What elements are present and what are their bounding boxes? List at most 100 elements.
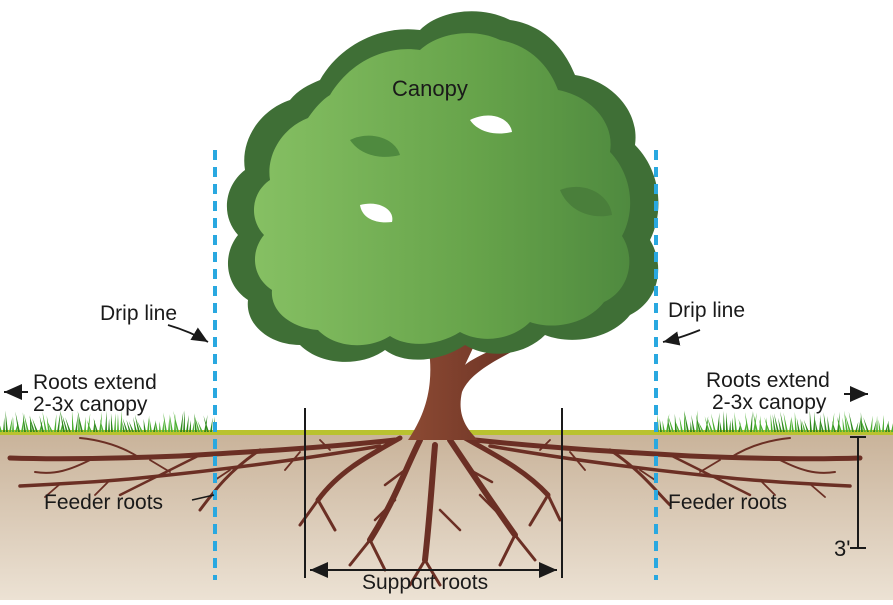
grass-blade <box>120 410 122 432</box>
depth-label: 3' <box>834 536 850 561</box>
grass-blade <box>844 410 848 432</box>
grass-blade <box>159 421 161 432</box>
grass-blade <box>137 420 143 432</box>
grass-blade <box>47 421 53 432</box>
grass-blade <box>174 414 176 432</box>
grass-blade <box>21 418 24 432</box>
grass-blade <box>189 420 191 432</box>
grass-blade <box>832 420 836 432</box>
grass-blade <box>62 415 68 432</box>
grass-blade <box>726 412 728 432</box>
grass-blade <box>86 420 92 432</box>
grass-blade <box>845 414 851 432</box>
grass-blade <box>143 418 146 432</box>
grass-blade <box>773 413 779 432</box>
grass-blade <box>77 410 83 432</box>
support-roots-label: Support roots <box>362 571 488 594</box>
grass-blade <box>770 413 773 432</box>
grass-blade <box>873 420 877 432</box>
grass-blade <box>78 412 80 432</box>
grass-blade <box>0 425 2 432</box>
grass-blade <box>855 421 859 432</box>
tree-canopy <box>226 11 659 362</box>
grass-blade <box>814 418 818 432</box>
grass-blade <box>155 419 158 432</box>
grass-blade <box>711 413 716 432</box>
canopy-label: Canopy <box>392 76 468 101</box>
grass-blade <box>772 414 776 432</box>
grass-blade <box>684 410 689 432</box>
grass-blade <box>666 413 670 432</box>
grass-blade <box>105 410 107 432</box>
grass-blade <box>662 420 665 432</box>
grass-blade <box>203 415 209 432</box>
grass-blade <box>744 421 747 432</box>
grass-blade <box>12 417 14 432</box>
grass-blade <box>162 420 164 432</box>
grass-blade <box>133 416 137 432</box>
grass-blade <box>168 415 170 432</box>
grass-blade <box>197 420 203 432</box>
grass-blade <box>791 417 794 432</box>
grass-blade <box>163 412 167 432</box>
grass-blade <box>134 414 140 432</box>
grass-blade <box>186 414 189 432</box>
grass-blade <box>54 413 57 432</box>
grass-blade <box>690 421 692 432</box>
drip-line-right-arrow <box>662 329 701 346</box>
grass-blade <box>888 420 890 432</box>
grass-blade <box>192 421 195 432</box>
grass-blade <box>842 417 845 432</box>
grass-blade <box>194 414 200 432</box>
grass-blade <box>753 411 758 432</box>
grass-blade <box>707 416 713 432</box>
grass-blade <box>110 413 113 432</box>
feeder-roots-right-label: Feeder roots <box>668 491 787 514</box>
grass-blade <box>32 418 38 432</box>
grass-blade <box>117 413 119 432</box>
grass-blade <box>210 417 213 432</box>
grass-blade <box>122 418 128 432</box>
grass-blade <box>813 411 815 432</box>
grass-blade <box>848 411 854 432</box>
grass-blade <box>667 417 671 432</box>
grass-blade <box>764 417 770 432</box>
grass-right <box>657 410 893 432</box>
grass-blade <box>29 415 35 432</box>
grass-blade <box>93 418 98 432</box>
grass-blade <box>691 414 695 432</box>
grass-blade <box>147 415 150 432</box>
grass-blade <box>87 413 91 432</box>
grass-blade <box>794 412 797 432</box>
grass-blade <box>860 418 866 432</box>
grass-blade <box>684 411 686 432</box>
support-roots-bracket <box>304 408 563 578</box>
grass-blade <box>169 414 173 432</box>
grass-blade <box>71 410 74 432</box>
grass-blade <box>758 419 764 432</box>
grass-blade <box>823 412 827 432</box>
grass-blade <box>704 416 710 432</box>
grass-blade <box>698 421 704 432</box>
grass-blade <box>126 419 131 432</box>
grass-blade <box>75 414 79 432</box>
root-system <box>7 435 863 587</box>
grass-blade <box>744 412 749 432</box>
grass-blade <box>878 419 881 432</box>
depth-marker <box>850 436 866 549</box>
grass-blade <box>659 418 662 432</box>
grass-blade <box>3 417 5 432</box>
grass-blade <box>783 412 788 432</box>
grass-blade <box>819 414 821 432</box>
grass-blade <box>674 413 677 432</box>
grass-blade <box>99 419 104 432</box>
grass-blade <box>863 417 869 432</box>
grass-blade <box>778 417 782 432</box>
grass-blade <box>153 421 156 432</box>
grass-blade <box>780 411 785 432</box>
roots-extend-left-label-1: Roots extend <box>33 371 157 394</box>
grass-blade <box>149 417 152 432</box>
grass-blade <box>723 410 725 432</box>
grass-blade <box>128 421 134 432</box>
grass-blade <box>39 419 43 432</box>
